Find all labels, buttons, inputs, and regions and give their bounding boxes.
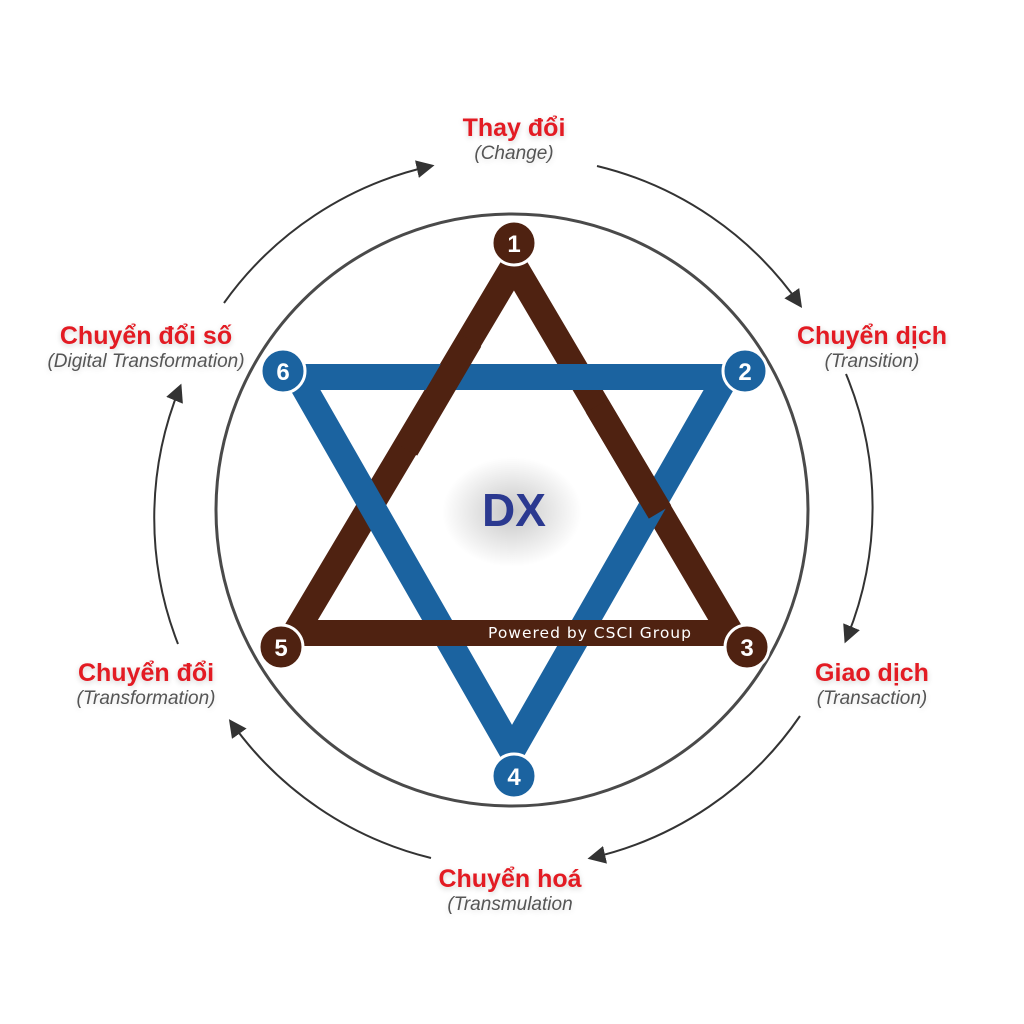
- node-1: 1: [490, 219, 538, 267]
- arrow-digital-to-change: [223, 160, 435, 304]
- node-3: 3: [723, 623, 771, 671]
- arrow-change-to-transition: [596, 165, 803, 308]
- stage-transaction: Giao dịch (Transaction): [815, 658, 929, 710]
- stage-title: Chuyển đổi: [77, 659, 215, 687]
- center-label: DX: [482, 484, 546, 536]
- stage-change: Thay đổi (Change): [463, 113, 566, 165]
- node-5: 5: [257, 623, 305, 671]
- stage-subtitle: (Transmulation: [447, 894, 573, 915]
- node-1-label: 1: [507, 231, 520, 258]
- brown-triangle: [272, 239, 754, 646]
- node-5-label: 5: [274, 635, 287, 662]
- arrow-transformation-to-digital: [153, 383, 183, 645]
- stage-title: Giao dịch: [815, 659, 929, 687]
- arrow-transition-to-transaction: [843, 373, 874, 644]
- arrow-transmulation-to-transformation: [228, 719, 432, 859]
- stage-digital-transformation: Chuyển đổi số (Digital Transformation): [47, 321, 244, 373]
- stage-subtitle: (Digital Transformation): [47, 351, 245, 372]
- node-6-label: 6: [276, 359, 289, 386]
- stage-transformation: Chuyển đổi (Transformation): [76, 658, 215, 710]
- stage-title: Chuyển dịch: [796, 322, 948, 350]
- stage-title: Thay đổi: [462, 114, 566, 142]
- credit-text: Powered by CSCI Group: [488, 624, 692, 642]
- node-2-label: 2: [738, 359, 751, 386]
- node-6: 6: [259, 347, 307, 395]
- node-4-label: 4: [507, 764, 521, 791]
- stage-subtitle: (Change): [474, 143, 554, 164]
- node-3-label: 3: [740, 635, 753, 662]
- blue-triangle: [275, 364, 749, 778]
- stage-title: Chuyển hoá: [438, 865, 582, 893]
- weave-overlaps: [394, 333, 672, 646]
- cycle-arrows: [153, 160, 874, 864]
- node-2: 2: [721, 347, 769, 395]
- stage-subtitle: (Transformation): [76, 688, 216, 709]
- arrow-transaction-to-transmulation: [587, 715, 801, 864]
- stage-subtitle: (Transaction): [816, 688, 928, 709]
- center-glow: [442, 457, 582, 567]
- stage-transmulation: Chuyển hoá (Transmulation: [438, 864, 581, 916]
- stage-title: Chuyển đổi số: [59, 322, 233, 350]
- stage-transition: Chuyển dịch (Transition): [797, 321, 947, 373]
- stage-subtitle: (Transition): [824, 351, 920, 372]
- inner-ring: [214, 212, 810, 808]
- node-4: 4: [490, 752, 538, 800]
